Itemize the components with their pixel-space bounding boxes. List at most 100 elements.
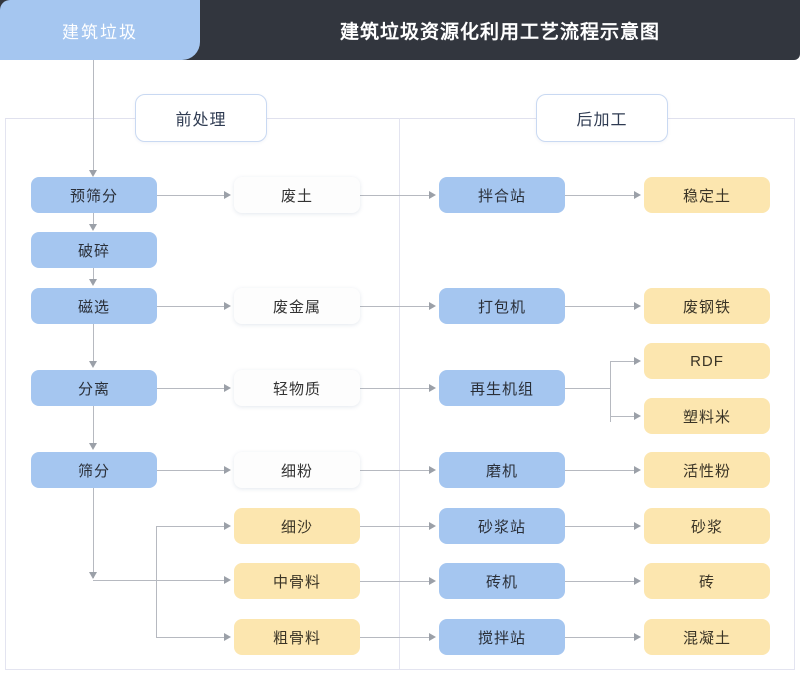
- node-brick-machine-label: 砖机: [485, 573, 518, 591]
- source-tab[interactable]: 建筑垃圾: [0, 0, 200, 60]
- node-recycling-unit-label: 再生机组: [469, 380, 534, 398]
- node-light-material[interactable]: 轻物质: [234, 370, 360, 406]
- node-coarse-aggregate[interactable]: 粗骨料: [234, 619, 360, 655]
- node-screening[interactable]: 筛分: [31, 452, 157, 488]
- node-rdf[interactable]: RDF: [644, 343, 770, 379]
- node-magnetic-separation-label: 磁选: [77, 298, 110, 316]
- node-separation[interactable]: 分离: [31, 370, 157, 406]
- edge-batching-plant-to-concrete-line: [565, 637, 637, 638]
- node-fine-sand[interactable]: 细沙: [234, 508, 360, 544]
- edge-recycling-unit-split-trunk: [610, 361, 611, 422]
- node-fine-powder-label: 细粉: [280, 462, 313, 480]
- edge-waste-soil-to-mixing-station-arrow: [429, 191, 436, 199]
- node-mill-label: 磨机: [485, 462, 518, 480]
- node-plastic-pellet[interactable]: 塑料米: [644, 398, 770, 434]
- node-scrap-metal-label: 废金属: [272, 298, 321, 316]
- node-concrete[interactable]: 混凝土: [644, 619, 770, 655]
- node-prescreen-label: 预筛分: [69, 187, 118, 205]
- edge-recycling-unit-to-rdf-arrow: [634, 357, 641, 365]
- node-concrete-label: 混凝土: [682, 629, 731, 647]
- edge-separate-to-screen-line: [93, 406, 94, 446]
- edge-prescreen-to-waste-soil-arrow: [224, 191, 231, 199]
- edge-mortar-station-to-mortar-arrow: [634, 522, 641, 530]
- edge-mortar-station-to-mortar-line: [565, 526, 637, 527]
- edge-screen-to-fine-powder-arrow: [224, 466, 231, 474]
- node-crush[interactable]: 破碎: [31, 232, 157, 268]
- edge-aggregate-branch-trunk: [156, 526, 157, 637]
- edge-batching-plant-to-concrete-arrow: [634, 633, 641, 641]
- edge-to-coarse-aggregate-line: [156, 637, 227, 638]
- node-separation-label: 分离: [77, 380, 110, 398]
- node-active-powder[interactable]: 活性粉: [644, 452, 770, 488]
- edge-recycling-unit-stem: [565, 388, 611, 389]
- edge-screen-to-aggregate-trunk-arrow: [89, 572, 97, 579]
- node-scrap-metal[interactable]: 废金属: [234, 288, 360, 324]
- edge-coarse-aggregate-to-batching-plant-line: [360, 637, 432, 638]
- node-brick-machine[interactable]: 砖机: [439, 563, 565, 599]
- node-baler-label: 打包机: [477, 298, 526, 316]
- edge-medium-aggregate-to-brick-machine-line: [360, 581, 432, 582]
- edge-source-to-prescreen-line: [93, 60, 94, 173]
- edge-fine-sand-to-mortar-station-arrow: [429, 522, 436, 530]
- node-scrap-steel[interactable]: 废钢铁: [644, 288, 770, 324]
- node-prescreen[interactable]: 预筛分: [31, 177, 157, 213]
- edge-waste-soil-to-mixing-station-line: [360, 195, 432, 196]
- node-recycling-unit[interactable]: 再生机组: [439, 370, 565, 406]
- node-medium-aggregate[interactable]: 中骨料: [234, 563, 360, 599]
- node-baler[interactable]: 打包机: [439, 288, 565, 324]
- edge-crush-to-magnetic-line: [93, 268, 94, 280]
- edge-coarse-aggregate-to-batching-plant-arrow: [429, 633, 436, 641]
- node-coarse-aggregate-label: 粗骨料: [272, 629, 321, 647]
- edge-to-fine-sand-line: [156, 526, 227, 527]
- node-waste-soil-label: 废土: [280, 187, 313, 205]
- edge-separate-to-light-material-arrow: [224, 384, 231, 392]
- node-mortar[interactable]: 砂浆: [644, 508, 770, 544]
- node-light-material-label: 轻物质: [272, 380, 321, 398]
- section-chip-pre-label: 前处理: [175, 112, 227, 129]
- edge-prescreen-to-crush-arrow: [89, 224, 97, 231]
- edge-fine-sand-to-mortar-station-line: [360, 526, 432, 527]
- edge-brick-machine-to-brick-arrow: [634, 577, 641, 585]
- node-brick[interactable]: 砖: [644, 563, 770, 599]
- node-stabilized-soil-label: 稳定土: [682, 187, 731, 205]
- node-plastic-pellet-label: 塑料米: [682, 408, 731, 426]
- header: 建筑垃圾 建筑垃圾资源化利用工艺流程示意图: [0, 0, 800, 60]
- node-brick-label: 砖: [698, 573, 715, 591]
- stage-divider: [399, 118, 400, 670]
- section-chip-pre-processing: 前处理: [135, 94, 267, 142]
- edge-baler-to-scrap-steel-line: [565, 306, 637, 307]
- edge-recycling-unit-to-plastic-pellet-arrow: [634, 412, 641, 420]
- node-mortar-station[interactable]: 砂浆站: [439, 508, 565, 544]
- node-medium-aggregate-label: 中骨料: [272, 573, 321, 591]
- edge-trunk-horizontal-line: [93, 580, 227, 581]
- edge-to-coarse-aggregate-arrow: [224, 633, 231, 641]
- node-fine-powder[interactable]: 细粉: [234, 452, 360, 488]
- edge-recycling-unit-to-plastic-pellet-line: [610, 416, 637, 417]
- section-chip-post-label: 后加工: [576, 112, 628, 129]
- node-magnetic-separation[interactable]: 磁选: [31, 288, 157, 324]
- edge-crush-to-magnetic-arrow: [89, 279, 97, 286]
- node-mortar-label: 砂浆: [690, 518, 723, 536]
- edge-separate-to-light-material-line: [157, 388, 227, 389]
- edge-scrap-metal-to-baler-line: [360, 306, 432, 307]
- edge-mill-to-active-powder-arrow: [634, 466, 641, 474]
- node-mixing-station[interactable]: 拌合站: [439, 177, 565, 213]
- edge-brick-machine-to-brick-line: [565, 581, 637, 582]
- edge-medium-aggregate-to-brick-machine-arrow: [429, 577, 436, 585]
- node-crush-label: 破碎: [77, 242, 110, 260]
- node-stabilized-soil[interactable]: 稳定土: [644, 177, 770, 213]
- node-batching-plant[interactable]: 搅拌站: [439, 619, 565, 655]
- edge-fine-powder-to-mill-arrow: [429, 466, 436, 474]
- node-screening-label: 筛分: [77, 462, 110, 480]
- edge-source-to-prescreen-arrow: [89, 170, 97, 177]
- node-mill[interactable]: 磨机: [439, 452, 565, 488]
- page-title: 建筑垃圾资源化利用工艺流程示意图: [200, 0, 800, 60]
- edge-scrap-metal-to-baler-arrow: [429, 302, 436, 310]
- edge-light-material-to-recycling-unit-line: [360, 388, 432, 389]
- node-waste-soil[interactable]: 废土: [234, 177, 360, 213]
- node-rdf-label: RDF: [690, 352, 724, 370]
- edge-prescreen-to-crush-line: [93, 213, 94, 225]
- edge-to-medium-aggregate-arrow: [224, 576, 231, 584]
- node-batching-plant-label: 搅拌站: [477, 629, 526, 647]
- edge-screen-to-fine-powder-line: [157, 470, 227, 471]
